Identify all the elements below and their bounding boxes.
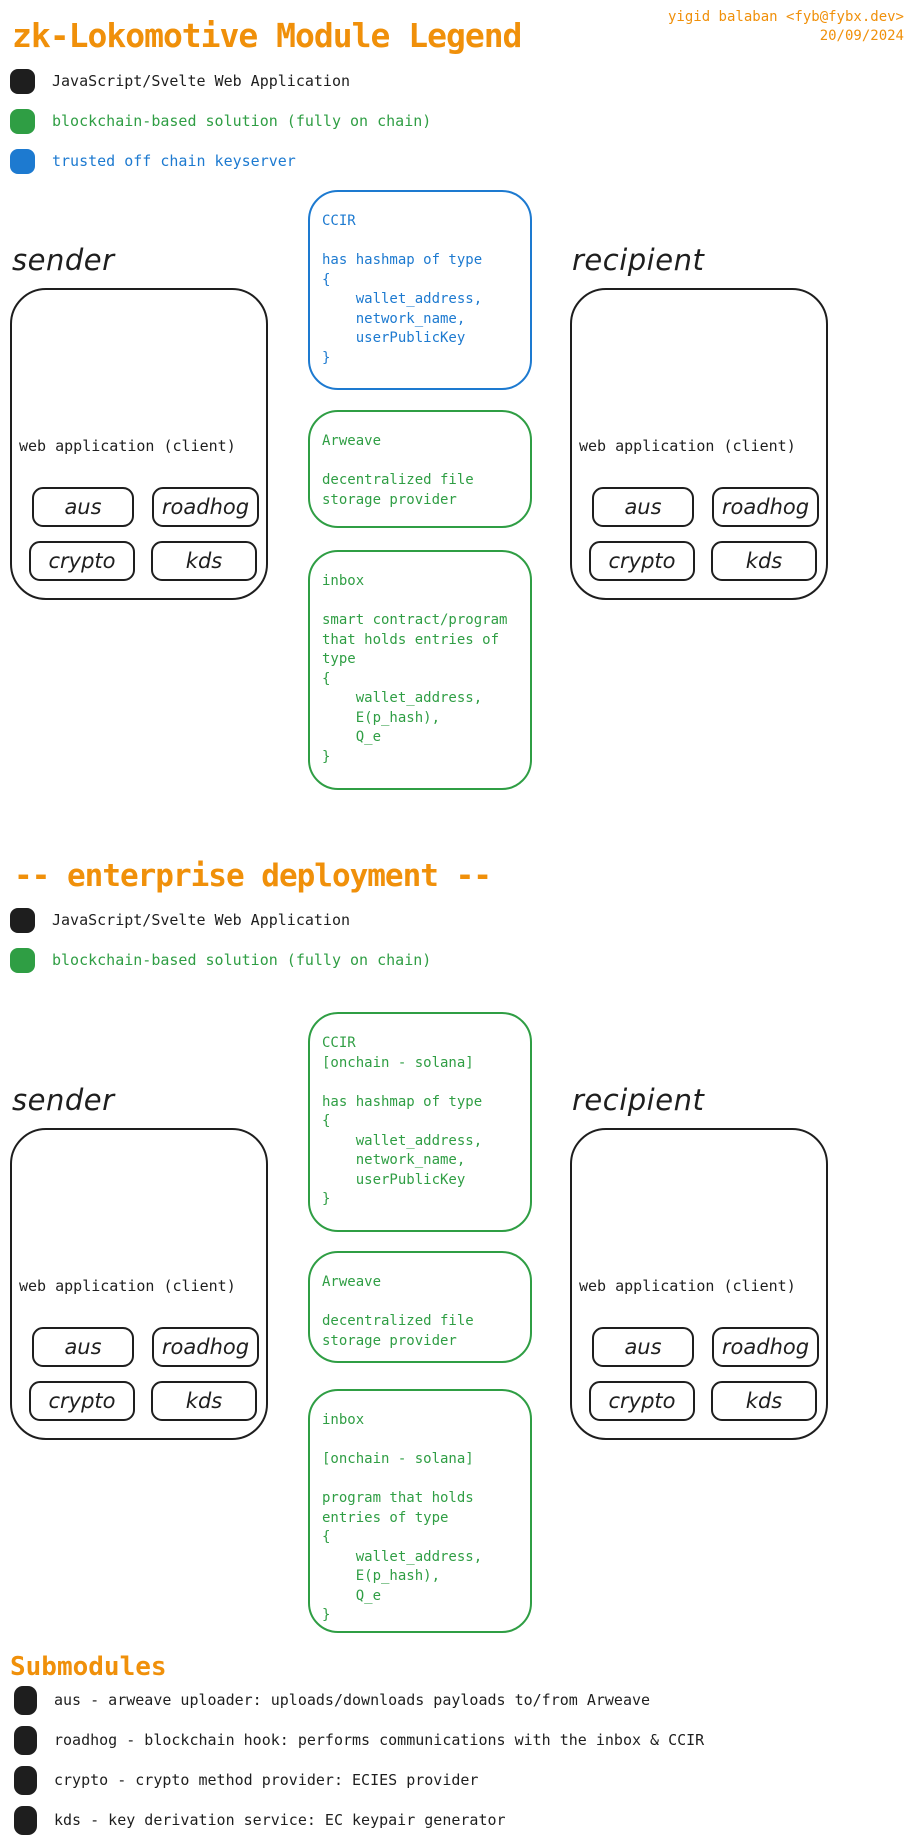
green-swatch-icon bbox=[10, 108, 35, 134]
legend-item-keyserver: trusted off chain keyserver bbox=[10, 146, 296, 176]
legend-label: JavaScript/Svelte Web Application bbox=[52, 72, 351, 90]
kds-module-box: kds bbox=[711, 541, 817, 581]
client-label: web application (client) bbox=[579, 437, 796, 455]
legend-label: blockchain-based solution (fully on chai… bbox=[52, 951, 432, 969]
roadhog-module-box: roadhog bbox=[152, 1327, 259, 1367]
roadhog-module-box: roadhog bbox=[712, 1327, 819, 1367]
green-swatch-icon bbox=[10, 947, 35, 973]
kds-module-box: kds bbox=[151, 1381, 257, 1421]
ccir-box: CCIR has hashmap of type { wallet_addres… bbox=[308, 190, 532, 390]
author-contact: yigid balaban <fyb@fybx.dev> bbox=[667, 9, 904, 25]
kds-module-box: kds bbox=[711, 1381, 817, 1421]
inbox-box-enterprise: inbox [onchain - solana] program that ho… bbox=[308, 1389, 532, 1633]
submodule-item-aus: aus - arweave uploader: uploads/download… bbox=[14, 1685, 650, 1715]
sender-label: sender bbox=[12, 1083, 115, 1117]
aus-module-box: aus bbox=[32, 1327, 134, 1367]
black-swatch-icon bbox=[14, 1685, 37, 1715]
kds-module-box: kds bbox=[151, 541, 257, 581]
sender-label: sender bbox=[12, 243, 115, 277]
inbox-box: inbox smart contract/program that holds … bbox=[308, 550, 532, 790]
crypto-module-box: crypto bbox=[589, 1381, 695, 1421]
client-label: web application (client) bbox=[19, 1277, 236, 1295]
byline: yigid balaban <fyb@fybx.dev> 20/09/2024 bbox=[668, 8, 904, 46]
arweave-box: Arweave decentralized file storage provi… bbox=[308, 410, 532, 528]
submodule-item-crypto: crypto - crypto method provider: ECIES p… bbox=[14, 1765, 478, 1795]
black-swatch-icon bbox=[14, 1725, 37, 1755]
submodule-description: aus - arweave uploader: uploads/download… bbox=[54, 1691, 651, 1709]
roadhog-module-box: roadhog bbox=[712, 487, 819, 527]
aus-module-box: aus bbox=[592, 1327, 694, 1367]
legend-item-blockchain: blockchain-based solution (fully on chai… bbox=[10, 945, 431, 975]
sender-panel-enterprise: web application (client) aus roadhog cry… bbox=[10, 1128, 268, 1440]
black-swatch-icon bbox=[10, 907, 35, 933]
crypto-module-box: crypto bbox=[29, 541, 135, 581]
black-swatch-icon bbox=[14, 1765, 37, 1795]
recipient-label: recipient bbox=[572, 243, 705, 277]
page-title: zk-Lokomotive Module Legend bbox=[12, 16, 522, 55]
aus-module-box: aus bbox=[32, 487, 134, 527]
ccir-box-text: CCIR [onchain - solana] has hashmap of t… bbox=[322, 1035, 483, 1207]
arweave-box-text: Arweave decentralized file storage provi… bbox=[322, 433, 474, 508]
legend-item-webapp: JavaScript/Svelte Web Application bbox=[10, 905, 350, 935]
submodule-description: roadhog - blockchain hook: performs comm… bbox=[54, 1731, 705, 1749]
roadhog-module-box: roadhog bbox=[152, 487, 259, 527]
enterprise-heading: -- enterprise deployment -- bbox=[14, 858, 492, 894]
legend-label: trusted off chain keyserver bbox=[52, 152, 296, 170]
inbox-box-text: inbox [onchain - solana] program that ho… bbox=[322, 1412, 483, 1623]
submodule-description: kds - key derivation service: EC keypair… bbox=[54, 1811, 506, 1829]
recipient-panel: web application (client) aus roadhog cry… bbox=[570, 288, 828, 600]
crypto-module-box: crypto bbox=[589, 541, 695, 581]
recipient-panel-enterprise: web application (client) aus roadhog cry… bbox=[570, 1128, 828, 1440]
inbox-box-text: inbox smart contract/program that holds … bbox=[322, 573, 508, 765]
legend-item-webapp: JavaScript/Svelte Web Application bbox=[10, 66, 350, 96]
legend-item-blockchain: blockchain-based solution (fully on chai… bbox=[10, 106, 431, 136]
legend-label: JavaScript/Svelte Web Application bbox=[52, 911, 351, 929]
client-label: web application (client) bbox=[19, 437, 236, 455]
blue-swatch-icon bbox=[10, 148, 35, 174]
crypto-module-box: crypto bbox=[29, 1381, 135, 1421]
submodules-heading: Submodules bbox=[10, 1652, 167, 1682]
submodule-item-roadhog: roadhog - blockchain hook: performs comm… bbox=[14, 1725, 704, 1755]
legend-label: blockchain-based solution (fully on chai… bbox=[52, 112, 432, 130]
ccir-box-text: CCIR has hashmap of type { wallet_addres… bbox=[322, 213, 483, 366]
aus-module-box: aus bbox=[592, 487, 694, 527]
recipient-label: recipient bbox=[572, 1083, 705, 1117]
sender-panel: web application (client) aus roadhog cry… bbox=[10, 288, 268, 600]
arweave-box-text: Arweave decentralized file storage provi… bbox=[322, 1274, 474, 1349]
document-date: 20/09/2024 bbox=[819, 28, 904, 44]
black-swatch-icon bbox=[14, 1805, 37, 1835]
submodule-description: crypto - crypto method provider: ECIES p… bbox=[54, 1771, 479, 1789]
client-label: web application (client) bbox=[579, 1277, 796, 1295]
black-swatch-icon bbox=[10, 68, 35, 94]
submodule-item-kds: kds - key derivation service: EC keypair… bbox=[14, 1805, 506, 1835]
ccir-box-enterprise: CCIR [onchain - solana] has hashmap of t… bbox=[308, 1012, 532, 1232]
arweave-box-enterprise: Arweave decentralized file storage provi… bbox=[308, 1251, 532, 1363]
